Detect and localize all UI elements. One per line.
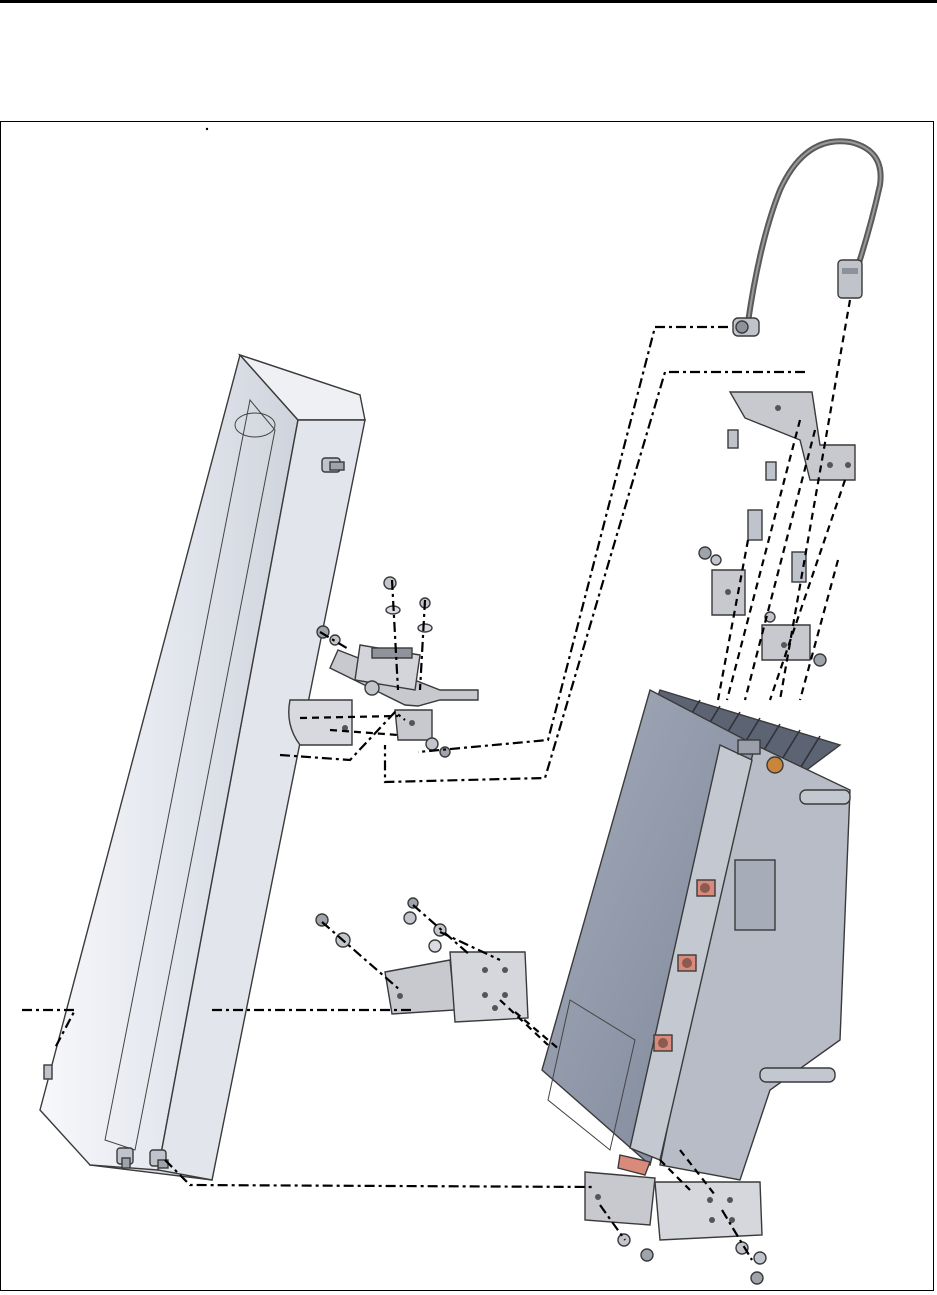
radio-unit [542, 690, 850, 1180]
cable-connector-right-angle [733, 318, 759, 336]
radio-lower-bracket [585, 1172, 762, 1240]
rf-jumper-cable [733, 141, 881, 336]
cable-connector-straight [838, 260, 862, 298]
radio-lower-hardware [618, 1234, 766, 1284]
lower-bracket-hardware [316, 898, 446, 952]
antenna-stud-bottom-right [150, 1150, 168, 1168]
stray-mark [206, 128, 208, 130]
lower-antenna-bracket [385, 952, 528, 1022]
radio-top-bracket [730, 392, 855, 480]
antenna-panel [40, 355, 365, 1180]
radio-rf-port [767, 757, 783, 773]
radio-top-bolts [728, 430, 776, 480]
radio-mid-brackets [712, 570, 810, 660]
